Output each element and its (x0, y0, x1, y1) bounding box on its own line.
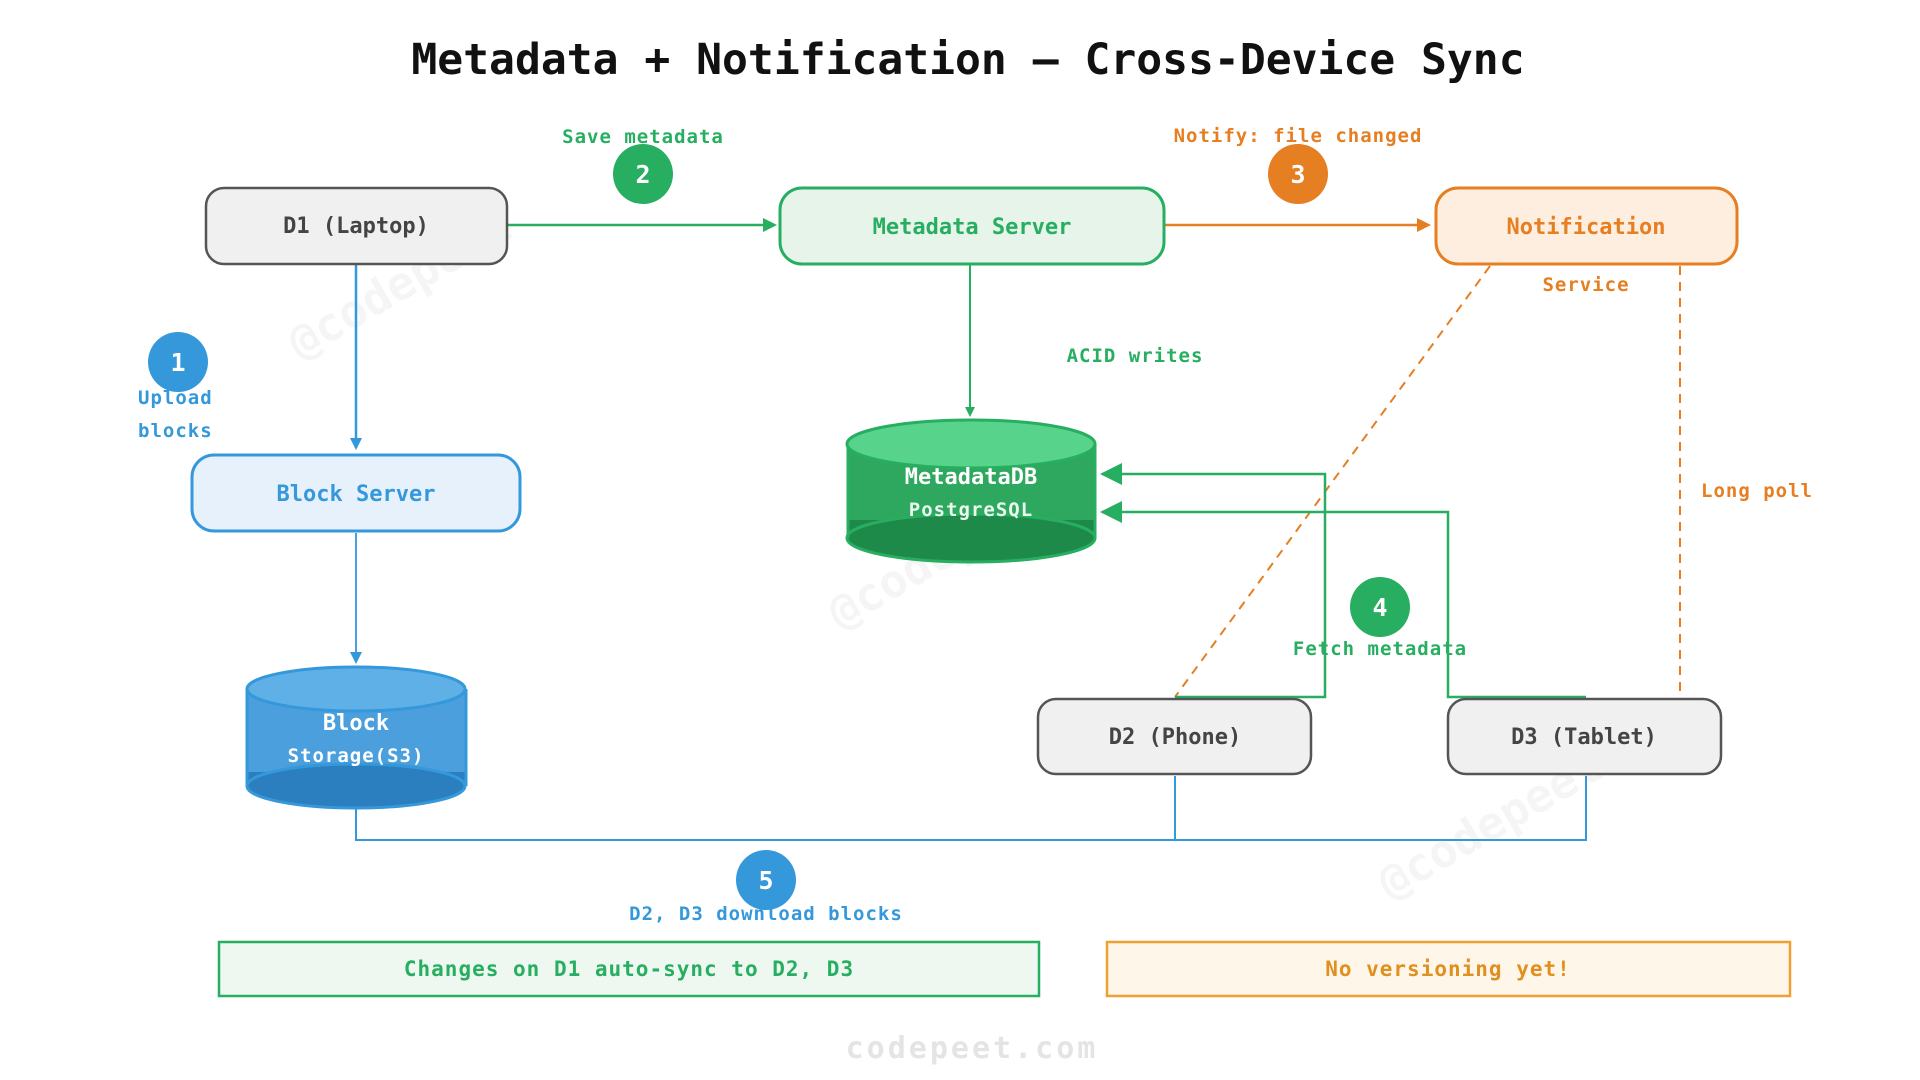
step-4-number: 4 (1372, 593, 1387, 622)
node-metadata-server-label: Metadata Server (873, 215, 1072, 240)
edge-d2-fetch-metadata (1100, 463, 1327, 699)
node-block-server-label: Block Server (277, 482, 436, 507)
long-poll-label: Long poll (1701, 480, 1813, 502)
step-1-badge (148, 332, 208, 392)
step-3-badge (1268, 144, 1328, 204)
node-d2-phone[interactable]: D2 (Phone) (1036, 697, 1313, 776)
step-2-badge (613, 144, 673, 204)
step-5-number: 5 (758, 866, 773, 895)
node-notification-service[interactable]: Notification (1434, 186, 1739, 266)
step-2-label: Save metadata (562, 126, 724, 148)
brand-footer: codepeet.com (846, 1031, 1099, 1066)
edge-storage-to-devices (355, 776, 1587, 841)
footer-box-no-versioning-text: No versioning yet! (1325, 957, 1571, 981)
step-1-label-line1: Upload (138, 387, 213, 409)
node-metadata-db-label: MetadataDB (905, 465, 1037, 490)
node-block-storage-label: Block (323, 711, 389, 736)
step-3-number: 3 (1290, 160, 1305, 189)
step-1-label-line2: blocks (138, 420, 213, 442)
node-metadata-db[interactable]: MetadataDB PostgreSQL (845, 418, 1097, 564)
footer-box-no-versioning: No versioning yet! (1105, 940, 1792, 998)
footer-box-auto-sync-text: Changes on D1 auto-sync to D2, D3 (404, 957, 854, 981)
step-2-number: 2 (635, 160, 650, 189)
step-5-badge (736, 850, 796, 910)
node-d2-label: D2 (Phone) (1109, 725, 1241, 750)
step-5-label: D2, D3 download blocks (629, 903, 903, 925)
node-metadata-db-sublabel: PostgreSQL (909, 499, 1033, 521)
step-4-badge (1350, 577, 1410, 637)
node-notification-sublabel: Service (1542, 274, 1629, 296)
step-3-label: Notify: file changed (1174, 125, 1423, 147)
node-block-server[interactable]: Block Server (190, 453, 522, 533)
page-title: Metadata + Notification — Cross-Device S… (411, 35, 1524, 85)
node-block-storage-sublabel: Storage(S3) (288, 745, 425, 767)
step-1-number: 1 (170, 348, 185, 377)
step-4-label: Fetch metadata (1293, 638, 1467, 660)
node-metadata-server[interactable]: Metadata Server (778, 186, 1166, 266)
node-d1-laptop[interactable]: D1 (Laptop) (204, 186, 509, 266)
node-d3-label: D3 (Tablet) (1511, 725, 1657, 750)
node-notification-label: Notification (1507, 215, 1666, 240)
footer-box-auto-sync: Changes on D1 auto-sync to D2, D3 (217, 940, 1041, 998)
acid-writes-label: ACID writes (1067, 345, 1204, 367)
node-block-storage[interactable]: Block Storage(S3) (245, 665, 468, 810)
edge-notification-to-d2-dashed (1174, 265, 1491, 698)
node-d1-label: D1 (Laptop) (283, 214, 429, 239)
node-d3-tablet[interactable]: D3 (Tablet) (1446, 697, 1723, 776)
edge-d3-fetch-metadata (1100, 501, 1586, 699)
